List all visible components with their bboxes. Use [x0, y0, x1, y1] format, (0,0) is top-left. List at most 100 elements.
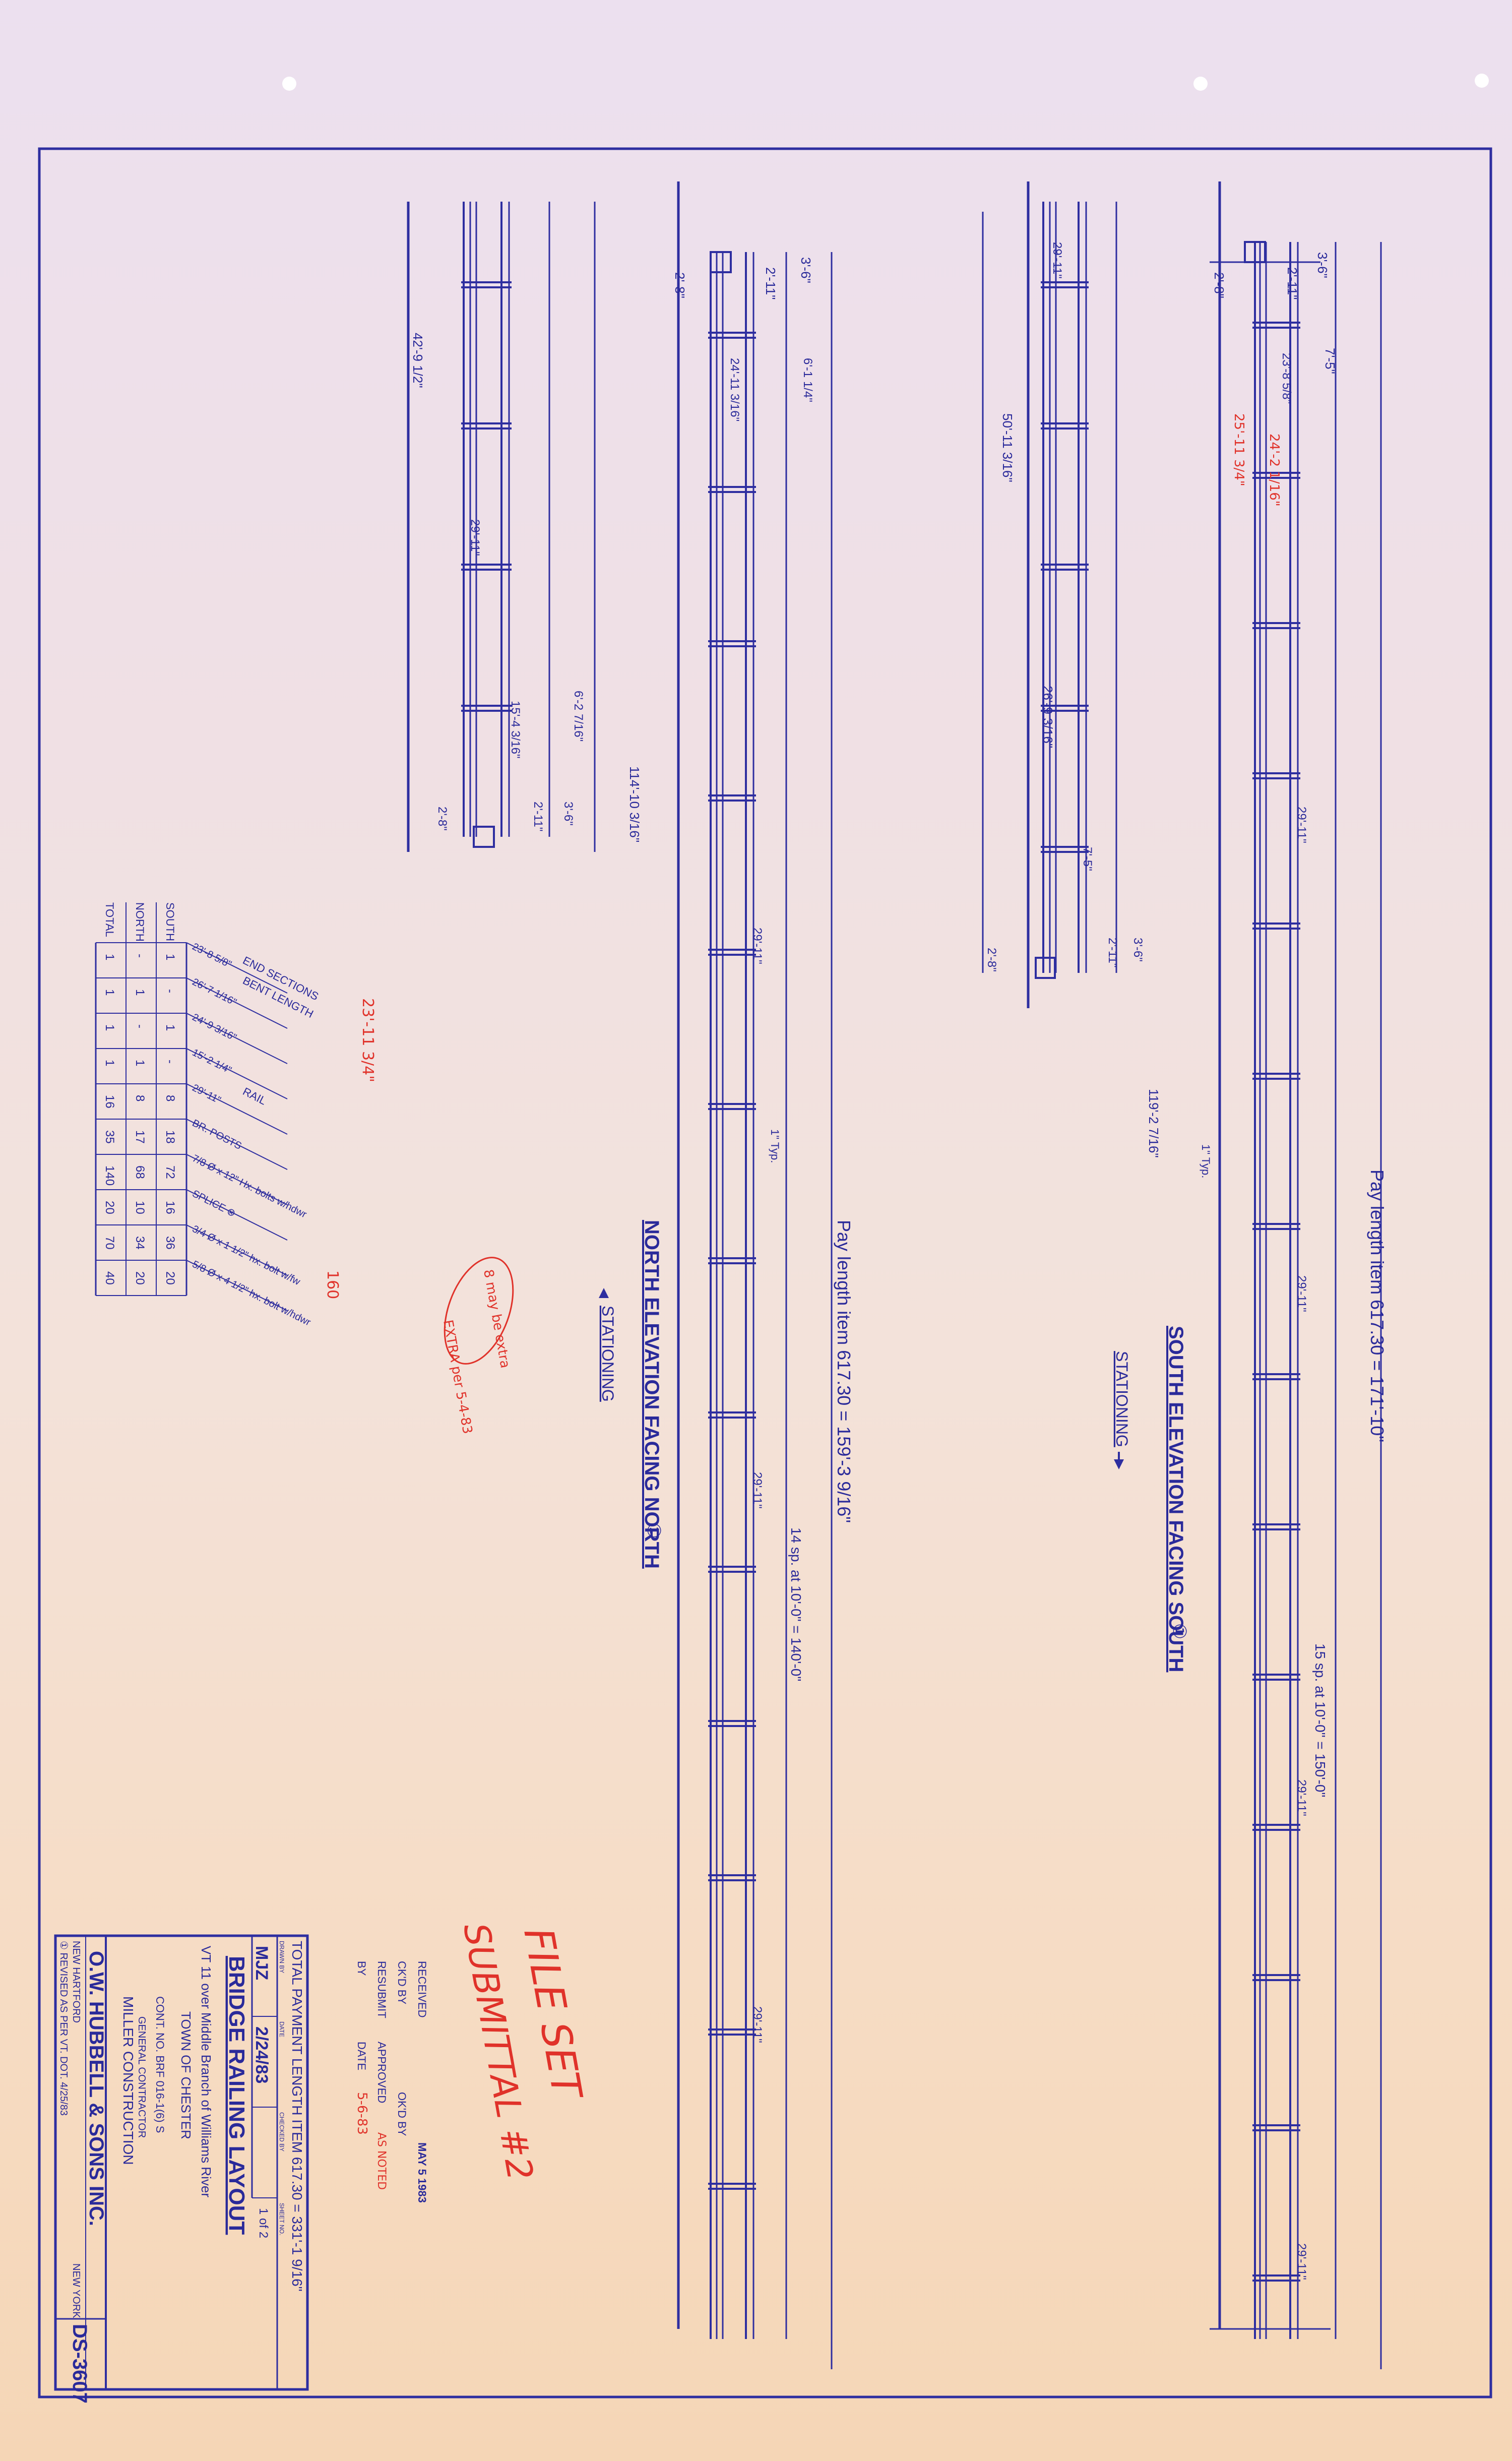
- dim-label: 3'-6": [1131, 938, 1145, 962]
- svg-text:23'-11 3/4": 23'-11 3/4": [359, 998, 376, 1082]
- dim-label: 25'-11 3/4": [1231, 413, 1246, 486]
- north-elevation-title: NORTH ELEVATION FACING NORTH: [641, 1220, 663, 1569]
- drawing-title: BRIDGE RAILING LAYOUT: [224, 1956, 249, 2235]
- table-cell: 1: [103, 954, 116, 960]
- svg-text:①: ①: [644, 1522, 664, 1539]
- dim-label: 6'-2 7/16": [572, 691, 585, 742]
- south-elevation-short: [982, 181, 1117, 1008]
- table-cell: 72: [163, 1165, 177, 1179]
- dim-label: 2'-8": [435, 807, 449, 831]
- table-cell: 16: [103, 1095, 116, 1109]
- table-column-header: BR. POSTS: [191, 1118, 243, 1152]
- svg-text:EXTRA per 5-4-83: EXTRA per 5-4-83: [440, 1319, 475, 1435]
- table-cell: 1: [133, 989, 147, 996]
- table-cell: 1: [133, 1060, 147, 1066]
- dim-label: 29'-11": [1295, 2243, 1308, 2280]
- svg-text:7'-5": 7'-5": [1081, 847, 1094, 871]
- sheet-no: 1 of 2: [257, 2208, 270, 2238]
- drawing-number: DS-3607: [69, 2324, 91, 2404]
- table-column-header: 26'-7 1/16": [191, 976, 238, 1008]
- punch-hole: [1475, 74, 1489, 88]
- svg-text:29'-11": 29'-11": [1295, 2243, 1308, 2280]
- svg-text:29'-11": 29'-11": [1295, 1779, 1308, 1816]
- dim-label: 29'-11": [1050, 242, 1064, 279]
- svg-text:3'-6": 3'-6": [798, 257, 813, 283]
- title-block: TOTAL PAYMENT LENGTH ITEM 617.30 = 331'-…: [54, 1934, 309, 2404]
- dim-label: 3'-6": [1315, 252, 1330, 278]
- table-cell: 20: [163, 1271, 177, 1285]
- table-cell: 140: [103, 1165, 116, 1186]
- table-column-header: 24'-9 3/16": [191, 1012, 238, 1043]
- svg-text:29'-11": 29'-11": [1295, 1275, 1308, 1312]
- table-cell: 10: [133, 1201, 147, 1214]
- svg-text:15 sp. at 10'-0" = 150'-0": 15 sp. at 10'-0" = 150'-0": [1312, 1643, 1328, 1797]
- table-column-header: 3/4 Ø x 1 1/2" hx. bolt w/fw: [191, 1223, 302, 1288]
- svg-text:Pay length item 617.30 = 171'-: Pay length item 617.30 = 171'-10": [1367, 1170, 1388, 1442]
- table-row-label: TOTAL: [103, 902, 116, 937]
- north-pay-length: Pay length item 617.30 = 159'-3 9/16": [834, 1220, 854, 1523]
- table-red-total: 160: [324, 1270, 341, 1299]
- svg-text:1" Typ.: 1" Typ.: [1200, 1144, 1212, 1178]
- svg-text:6'-2 7/16": 6'-2 7/16": [572, 691, 585, 742]
- table-cell: 68: [133, 1165, 147, 1179]
- table-row-label: NORTH: [134, 902, 146, 942]
- total-payment: TOTAL PAYMENT LENGTH ITEM 617.30 = 331'-…: [289, 1941, 305, 2292]
- dim-label: 1" Typ.: [1200, 1144, 1212, 1178]
- svg-text:29'-11": 29'-11": [750, 928, 764, 964]
- company-state: NEW YORK: [71, 2263, 82, 2318]
- svg-text:26'-9 3/16": 26'-9 3/16": [1040, 686, 1055, 748]
- town: TOWN OF CHESTER: [178, 2011, 194, 2139]
- svg-text:2'-8": 2'-8": [435, 807, 449, 831]
- table-column-header: 7/8 Ø x 12" Hx. bolts w/hdwr: [191, 1153, 309, 1220]
- svg-text:50'-11 3/16": 50'-11 3/16": [1000, 413, 1015, 482]
- table-column-header: 23'-8 5/8": [191, 941, 233, 970]
- dim-label: 2'-8": [1212, 272, 1227, 298]
- svg-text:24'-11 3/16": 24'-11 3/16": [728, 358, 741, 421]
- dim-label: 2'-11": [763, 267, 778, 299]
- table-cell: -: [133, 954, 147, 958]
- drawn-by: MJZ: [252, 1946, 271, 1980]
- table-cell: 35: [103, 1130, 116, 1144]
- svg-text:29'-11": 29'-11": [750, 1472, 764, 1509]
- svg-text:29'-11": 29'-11": [468, 519, 482, 556]
- svg-text:3'-6": 3'-6": [1131, 938, 1145, 962]
- dim-label: 26'-9 3/16": [1040, 686, 1055, 748]
- table-cell: 20: [133, 1271, 147, 1285]
- dim-label: 29'-11": [468, 519, 482, 556]
- svg-text:23'-8 5/8": 23'-8 5/8": [1280, 353, 1293, 404]
- table-row-label: SOUTH: [164, 902, 176, 941]
- table-header-rail: RAIL: [241, 1085, 269, 1107]
- dim-label: 29'-11": [750, 1472, 764, 1509]
- drawing-subtitle: VT 11 over Middle Branch of Williams Riv…: [199, 1946, 214, 2197]
- table-cell: 1: [103, 1060, 116, 1066]
- dim-label: 1" Typ.: [769, 1129, 781, 1163]
- svg-text:BY: BY: [355, 1961, 368, 1976]
- revision-note: ① REVISED AS PER VT. DOT. 4/25/83: [58, 1941, 69, 2116]
- svg-text:2'-11": 2'-11": [1106, 938, 1119, 967]
- svg-text:Pay length item 617.30 = 159'-: Pay length item 617.30 = 159'-3 9/16": [834, 1220, 854, 1523]
- svg-text:①: ①: [1169, 1623, 1190, 1639]
- north-posts: [708, 332, 756, 2190]
- dim-label: 7'-5": [1322, 348, 1338, 374]
- svg-text:5-6-83: 5-6-83: [354, 2092, 369, 2135]
- sheet-label: SHEET NO.: [278, 2203, 285, 2235]
- dim-label: 2'-8": [672, 272, 687, 298]
- table-cell: 1: [163, 954, 177, 960]
- gc-name: MILLER CONSTRUCTION: [120, 1996, 136, 2165]
- table-cell: 70: [103, 1236, 116, 1250]
- south-spacing: 15 sp. at 10'-0" = 150'-0": [1312, 1643, 1328, 1797]
- dim-label: 29'-11": [1295, 1779, 1308, 1816]
- dim-label: 24'-11 3/16": [728, 358, 741, 421]
- svg-text:119'-2 7/16": 119'-2 7/16": [1146, 1089, 1161, 1158]
- svg-text:29'-11": 29'-11": [1050, 242, 1064, 279]
- svg-text:MAY 5 1983: MAY 5 1983: [416, 2142, 428, 2203]
- table-red-note: 23'-11 3/4": [359, 998, 376, 1082]
- svg-text:OK'D BY: OK'D BY: [396, 2092, 408, 2136]
- drawn-by-label: DRAWN BY: [278, 1941, 285, 1973]
- south-elevation-title: SOUTH ELEVATION FACING SOUTH: [1165, 1326, 1187, 1672]
- table-cell: -: [133, 1024, 147, 1028]
- north-elevation-short: [407, 202, 596, 852]
- drawing-border: [38, 147, 1492, 2398]
- table-cell: 36: [163, 1236, 177, 1250]
